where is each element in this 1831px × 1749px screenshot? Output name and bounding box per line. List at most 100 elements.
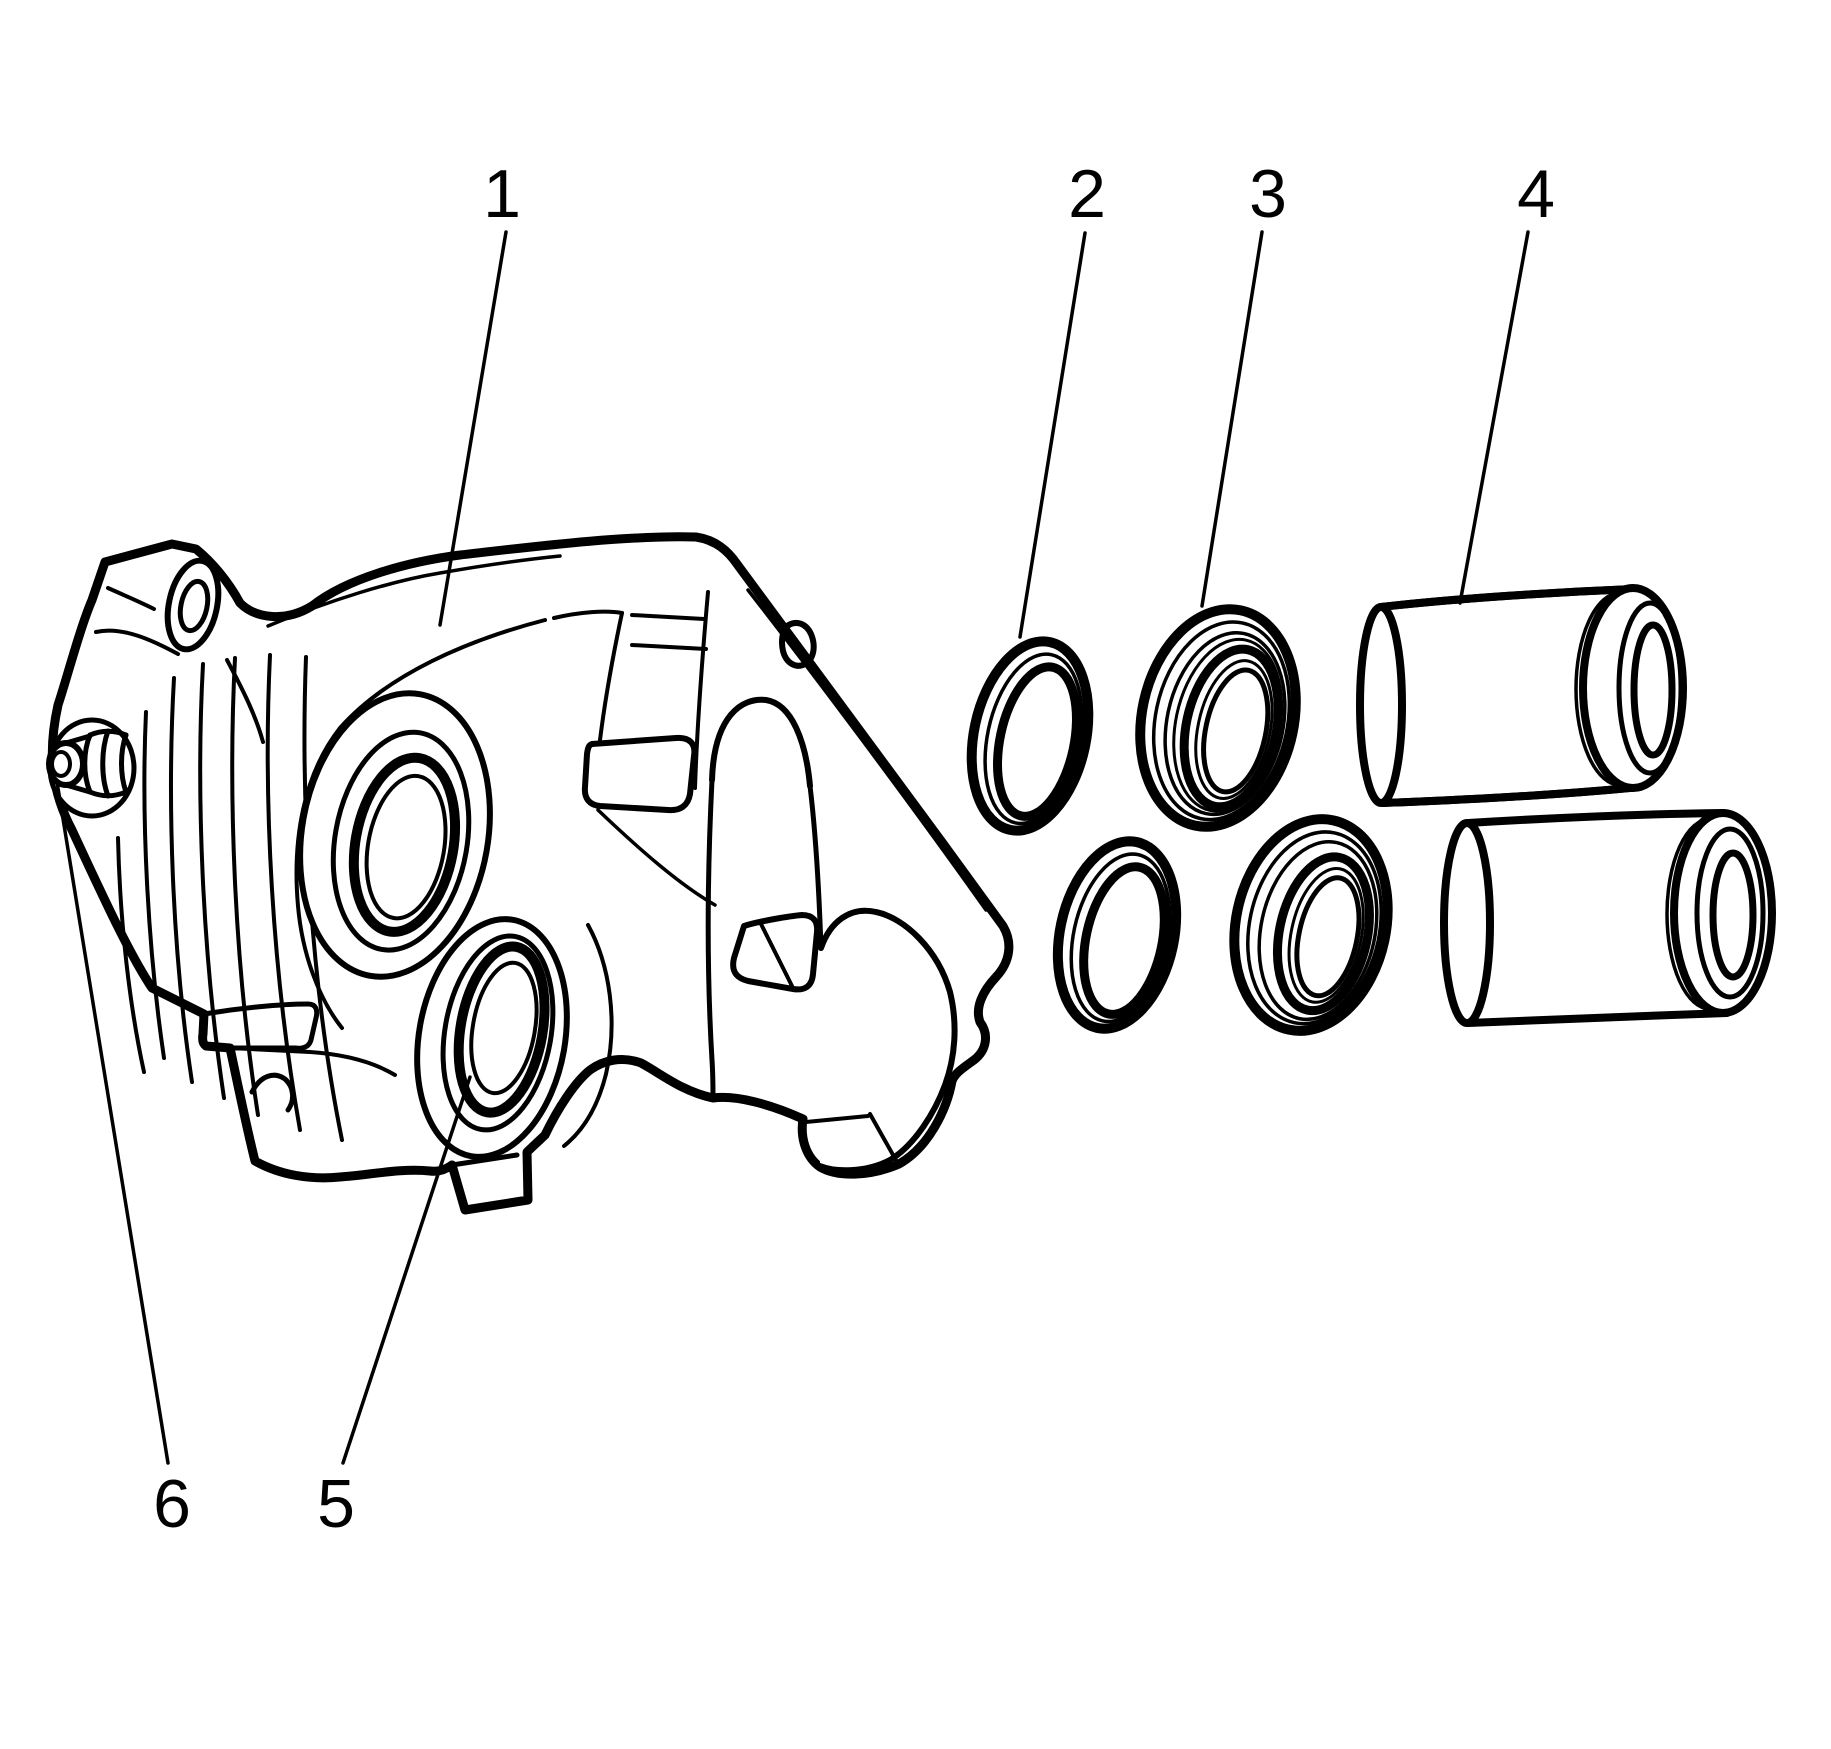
- casting-ridge-line: [265, 653, 302, 1132]
- bleeder-hex-flat: [119, 732, 129, 795]
- foot-contour: [817, 907, 958, 1174]
- seal-inner-ring: [993, 662, 1081, 821]
- leader-line-5: [341, 1075, 472, 1465]
- leader-line-2: [1018, 231, 1087, 639]
- caliper-housing: [47, 532, 1014, 1215]
- bore-face-ring: [297, 690, 493, 980]
- callout-5: 5: [317, 1466, 355, 1542]
- boot-inner-ring: [1179, 644, 1283, 812]
- leader-line-1: [438, 230, 508, 627]
- boot-bellows-line: [1246, 830, 1383, 1026]
- mounting-tabs: [201, 1001, 520, 1168]
- casting-ridge-line: [198, 662, 226, 1100]
- bore-wall-ring: [348, 752, 461, 937]
- callout-2: 2: [1068, 156, 1106, 232]
- piston-rim-mid: [1616, 600, 1684, 776]
- bleeder-neck-line: [63, 733, 93, 746]
- casting-ridges: [94, 628, 344, 1142]
- bridge-bar-line: [630, 643, 708, 651]
- tab-lower-top-edge: [228, 1046, 397, 1077]
- boot-bellows-line: [1163, 631, 1287, 817]
- lug-top-edge: [449, 1152, 520, 1168]
- leader-line-6: [55, 780, 170, 1465]
- bleeder-hex-flat: [100, 728, 111, 799]
- boot-bellows-line: [1257, 839, 1379, 1022]
- piston-top-edge: [1377, 585, 1637, 611]
- piston-crown-end: [1356, 603, 1406, 807]
- bore-wall-ring: [453, 941, 550, 1118]
- right-inner-line: [746, 588, 988, 912]
- caliper-silhouette: [47, 532, 1014, 1215]
- caliper-foot: [804, 907, 958, 1174]
- tab-notch-arc: [249, 1072, 295, 1113]
- piston-rim-inner: [1709, 849, 1757, 981]
- bleeder-nipple-tip: [50, 750, 72, 778]
- ear-detail-line: [106, 586, 156, 611]
- callout-1: 1: [483, 156, 521, 232]
- bridge-pad-boss: [581, 734, 698, 814]
- piston-body: [1468, 813, 1727, 1023]
- piston-lower: [1440, 809, 1776, 1027]
- piston-seal-upper: [966, 636, 1094, 836]
- callout-4: 4: [1517, 156, 1555, 232]
- piston-crown-end: [1440, 819, 1494, 1027]
- piston-rim-inner: [1630, 621, 1676, 759]
- leader-line-4: [1458, 230, 1530, 605]
- bleeder-nipple: [46, 740, 86, 788]
- window-right-edge: [807, 783, 824, 951]
- boot-outer-ring: [1135, 604, 1301, 832]
- tab-upper-outline: [201, 1001, 320, 1051]
- boot-lip-line: [1194, 659, 1274, 800]
- ear-detail-line: [225, 658, 265, 744]
- bridge-brace-line: [596, 808, 717, 907]
- bridge-arch-window: [709, 696, 813, 789]
- piston-boot-upper: [1135, 604, 1301, 832]
- bleeder-neck-line: [63, 782, 93, 795]
- foot-edge-line: [868, 1112, 899, 1164]
- boot-lip-edge: [1294, 875, 1362, 999]
- bridge-bar-line: [630, 613, 706, 621]
- bore-inner-ring: [469, 960, 539, 1096]
- bore-chamfer-ring: [330, 729, 472, 953]
- boot-bellows-line: [1151, 620, 1292, 822]
- bore-inner-ring: [364, 773, 448, 921]
- bridge-bar-line: [552, 609, 624, 620]
- casting-ridge-line: [142, 710, 166, 1060]
- seal-outer-ring: [1052, 836, 1182, 1034]
- boot-outer-ring: [1229, 814, 1393, 1036]
- piston-upper: [1356, 584, 1687, 807]
- bore-chamfer-ring: [440, 933, 556, 1133]
- lower-bore-boss-arc: [562, 923, 614, 1148]
- piston-bore-upper: [297, 690, 493, 980]
- piston-bottom-edge: [1379, 783, 1644, 807]
- boot-lip-line: [1287, 866, 1365, 1004]
- foot-edge-line: [804, 1114, 870, 1124]
- bridge-details: [552, 590, 824, 1101]
- bridge-drain-hole: [779, 619, 817, 669]
- seal-mid-line: [1069, 852, 1172, 1024]
- callouts: 1 2 3 4 5 6: [55, 156, 1555, 1542]
- boot-inner-ring: [1272, 852, 1374, 1016]
- mounting-ear-hole-inner: [177, 578, 211, 634]
- callout-3: 3: [1249, 156, 1287, 232]
- casting-ridge-line: [116, 836, 146, 1074]
- seal-outer-ring: [966, 636, 1094, 836]
- bleeder-valve: [46, 717, 137, 819]
- window-left-edge: [705, 777, 716, 1101]
- piston-top-edge: [1464, 809, 1727, 827]
- seal-mid-line: [983, 652, 1084, 826]
- casting-ridge-line: [230, 656, 260, 1117]
- callout-6: 6: [153, 1466, 191, 1542]
- boot-lip-edge: [1201, 667, 1271, 795]
- piston-rim-outer: [1670, 809, 1776, 1017]
- casting-ridge-line: [94, 628, 180, 656]
- piston-seal-lower: [1052, 836, 1182, 1034]
- piston-boot-lower: [1229, 814, 1393, 1036]
- square-window-fold-line: [758, 920, 794, 988]
- piston-bore-lower: [414, 916, 570, 1160]
- top-inner-line: [266, 554, 562, 628]
- casting-ridge-line: [169, 676, 194, 1084]
- piston-bottom-edge: [1464, 1009, 1731, 1027]
- piston-rim-mid: [1694, 826, 1766, 1000]
